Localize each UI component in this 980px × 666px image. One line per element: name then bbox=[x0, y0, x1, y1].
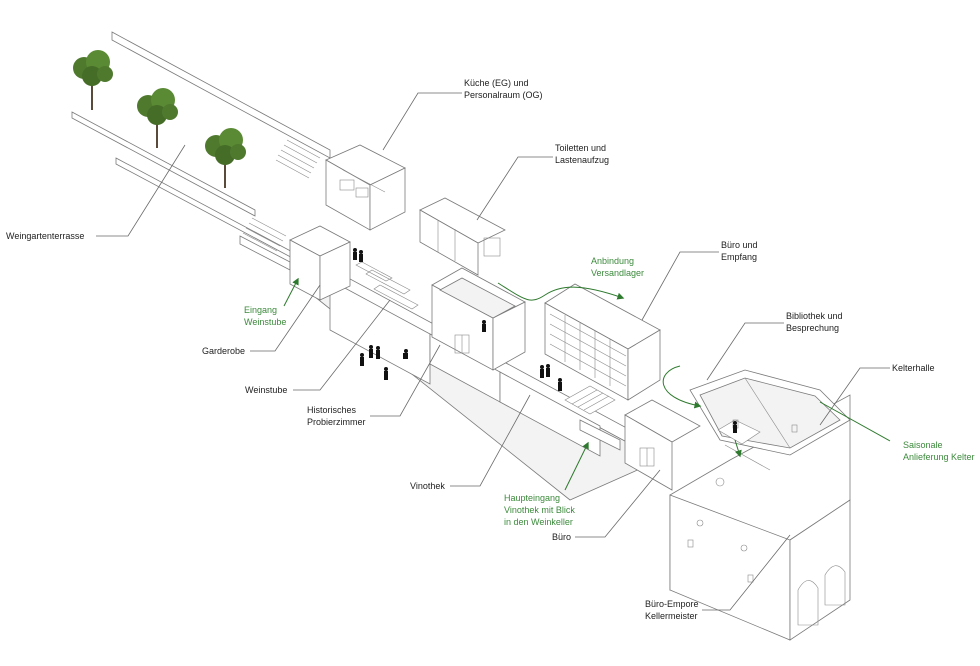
person-icon bbox=[546, 364, 550, 377]
tree-icon bbox=[73, 50, 113, 110]
label-empore-2: Kellermeister bbox=[645, 611, 698, 621]
green-labels: Eingang Weinstube Anbindung Versandlager… bbox=[244, 256, 975, 527]
label-eingang-1: Eingang bbox=[244, 305, 277, 315]
label-bibliothek-1: Bibliothek und bbox=[786, 311, 843, 321]
label-bibliothek-2: Besprechung bbox=[786, 323, 839, 333]
label-vinothek: Vinothek bbox=[410, 481, 445, 491]
person-icon bbox=[376, 346, 380, 359]
tree-icon bbox=[137, 88, 178, 148]
person-icon bbox=[369, 345, 373, 358]
person-icon bbox=[733, 421, 737, 433]
label-saisonale-1: Saisonale bbox=[903, 440, 943, 450]
person-icon bbox=[558, 378, 562, 391]
shelves bbox=[549, 313, 627, 387]
label-saisonale-2: Anlieferung Kelter bbox=[903, 452, 975, 462]
person-icon bbox=[540, 365, 544, 378]
main-building bbox=[289, 144, 701, 501]
terrace bbox=[71, 31, 331, 271]
label-buero-empfang-2: Empfang bbox=[721, 252, 757, 262]
label-toiletten-1: Toiletten und bbox=[555, 143, 606, 153]
people bbox=[353, 248, 737, 433]
person-icon bbox=[359, 250, 363, 262]
kelter-windows bbox=[687, 424, 846, 626]
label-weinstube: Weinstube bbox=[245, 385, 287, 395]
label-probierzimmer-1: Historisches bbox=[307, 405, 357, 415]
person-icon bbox=[360, 353, 364, 366]
label-haupteingang-3: in den Weinkeller bbox=[504, 517, 573, 527]
label-weingartenterrasse: Weingartenterrasse bbox=[6, 231, 84, 241]
label-buero-empfang-1: Büro und bbox=[721, 240, 758, 250]
label-kelterhalle: Kelterhalle bbox=[892, 363, 935, 373]
label-kueche-1: Küche (EG) und bbox=[464, 78, 529, 88]
label-anbindung-1: Anbindung bbox=[591, 256, 634, 266]
leader-lines bbox=[96, 92, 890, 611]
tree-icon bbox=[205, 128, 246, 188]
weinstube-tables bbox=[355, 261, 419, 310]
label-empore-1: Büro-Empore bbox=[645, 599, 699, 609]
green-arrows bbox=[283, 277, 891, 491]
trees bbox=[73, 50, 246, 188]
label-haupteingang-1: Haupteingang bbox=[504, 493, 560, 503]
label-eingang-2: Weinstube bbox=[244, 317, 286, 327]
kelterhalle-building bbox=[669, 369, 851, 641]
label-toiletten-2: Lastenaufzug bbox=[555, 155, 609, 165]
person-icon bbox=[403, 349, 408, 359]
label-anbindung-2: Versandlager bbox=[591, 268, 644, 278]
label-garderobe: Garderobe bbox=[202, 346, 245, 356]
person-icon bbox=[384, 367, 388, 380]
vinothek-stair bbox=[564, 385, 616, 415]
label-buero: Büro bbox=[552, 532, 571, 542]
label-kueche-2: Personalraum (OG) bbox=[464, 90, 543, 100]
label-probierzimmer-2: Probierzimmer bbox=[307, 417, 366, 427]
person-icon bbox=[353, 248, 357, 260]
label-haupteingang-2: Vinothek mit Blick bbox=[504, 505, 575, 515]
labels: Küche (EG) und Personalraum (OG) Toilett… bbox=[6, 78, 935, 621]
person-icon bbox=[482, 320, 486, 332]
